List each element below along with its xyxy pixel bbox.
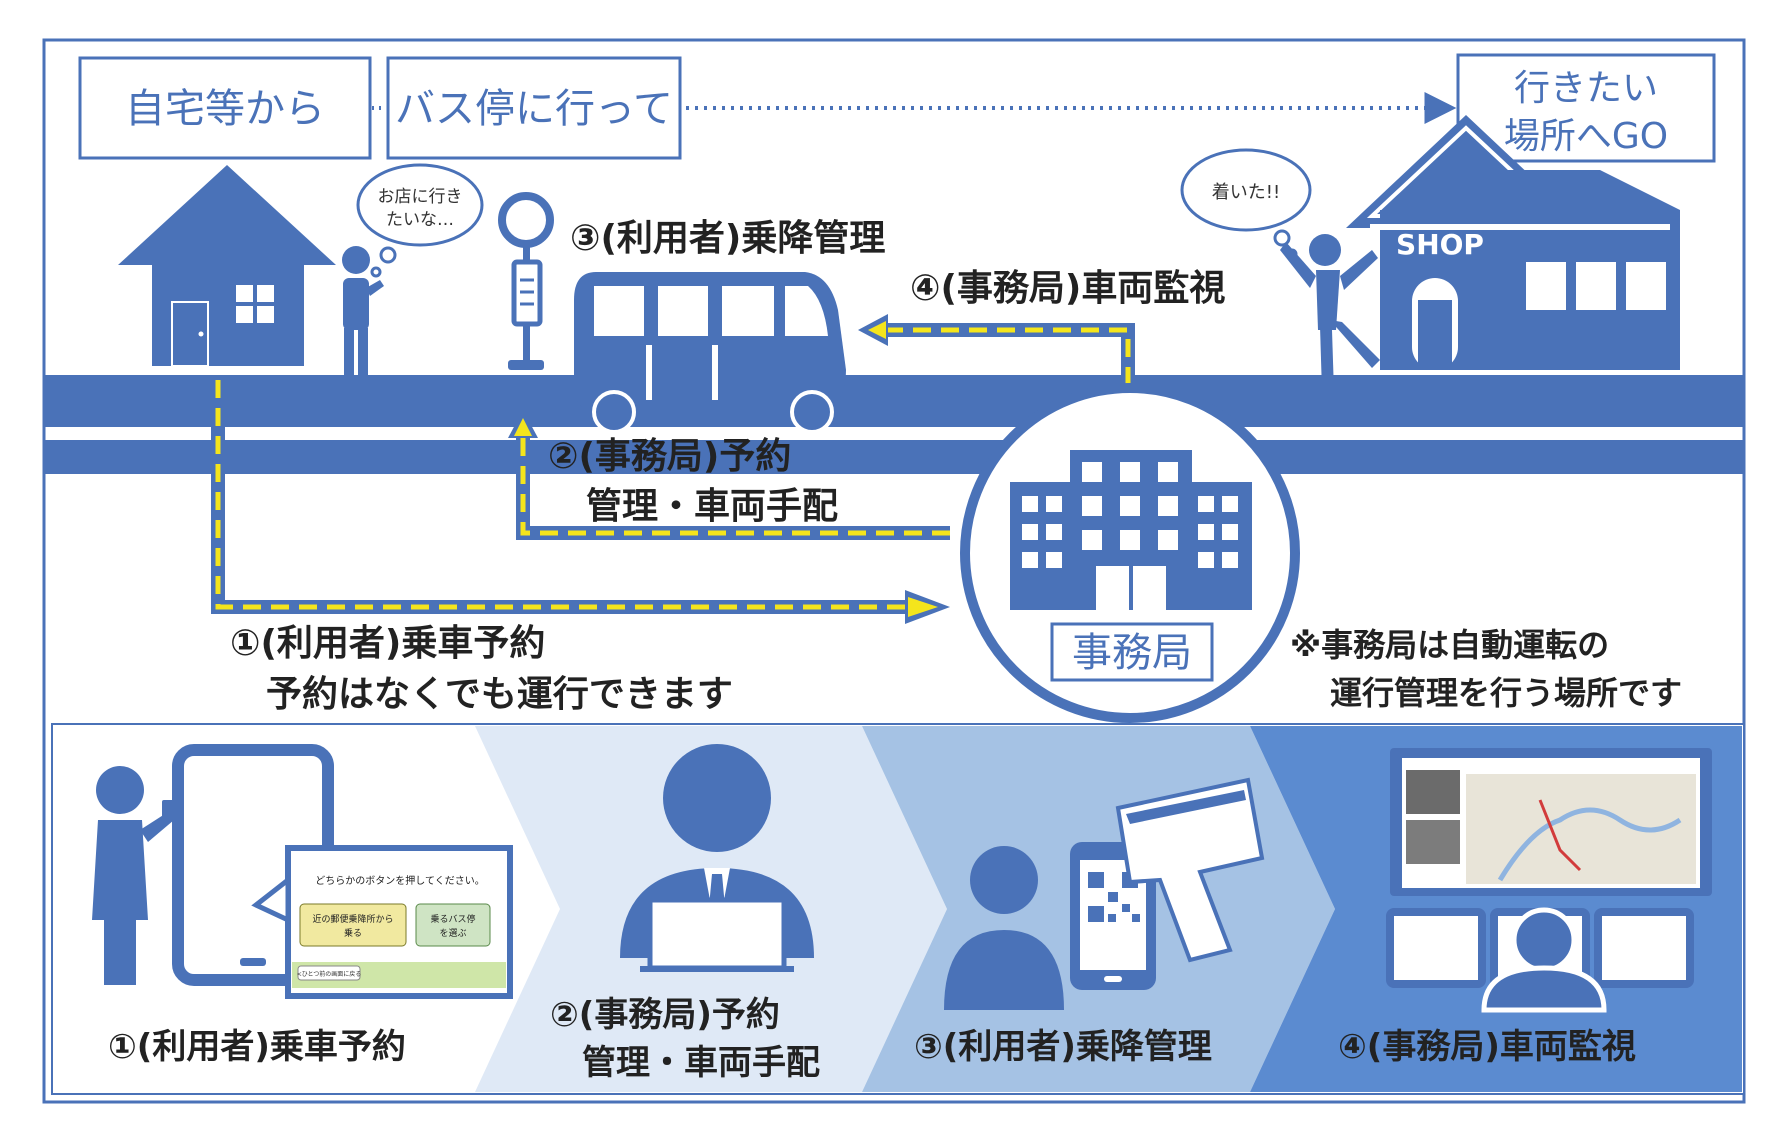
reservation-app-screen: どちらかのボタンを押してください。 近の郵便乗降所から 乗る 乗るバス停 を選ぶ… xyxy=(251,845,513,999)
bubble-user-line1: お店に行き xyxy=(378,187,463,207)
app-button2-line1: 乗るバス停 xyxy=(430,913,475,925)
bubble-arrived-text: 着いた!! xyxy=(1212,182,1280,203)
route-step4-arrow xyxy=(858,314,1135,385)
box-home: 自宅等から xyxy=(78,56,372,160)
box-home-label: 自宅等から xyxy=(125,86,325,132)
operator-at-laptop-icon xyxy=(620,744,814,972)
thinking-person-icon xyxy=(342,246,384,392)
box-busstop-label: バス停に行って xyxy=(395,86,673,132)
top-step2-label-line1: ②(事務局)予約 xyxy=(548,436,791,477)
road-upper xyxy=(44,375,1744,427)
top-step4-label: ④(事務局)車両監視 xyxy=(910,268,1225,309)
cheering-person-icon xyxy=(1280,234,1380,392)
app-back-button[interactable] xyxy=(297,965,361,981)
shop-sign: SHOP xyxy=(1396,228,1484,261)
bottom-step3-label: ③(利用者)乗降管理 xyxy=(914,1027,1212,1067)
app-button-choose-stop[interactable]: 乗るバス停 を選ぶ xyxy=(415,903,491,947)
thought-bubble-user: お店に行き たいな… xyxy=(356,163,484,278)
app-prompt: どちらかのボタンを押してください。 xyxy=(315,874,484,887)
top-step1-label-line2: 予約はなくでも運行できます xyxy=(266,674,733,715)
top-step1-label-line1: ①(利用者)乗車予約 xyxy=(230,623,545,664)
box-destination-line1: 行きたい xyxy=(1514,68,1658,109)
barcode-scanner-icon xyxy=(1115,777,1265,963)
bottom-step2-label-line2: 管理・車両手配 xyxy=(582,1043,820,1083)
box-destination-line2: 場所へGO xyxy=(1504,116,1668,157)
office-building-icon xyxy=(1010,450,1252,610)
passenger-icon xyxy=(944,846,1064,1010)
bottom-step2-label-line1: ②(事務局)予約 xyxy=(550,995,780,1035)
app-footer: <ひとつ前の画面に戻る xyxy=(297,970,362,978)
app-button2-line2: を選ぶ xyxy=(439,928,466,939)
shop-building-icon: SHOP xyxy=(1346,115,1680,370)
monitoring-station-icon xyxy=(1386,748,1712,1013)
bubble-user-line2: たいな… xyxy=(386,210,454,230)
road-lower xyxy=(44,440,1744,474)
office-label: 事務局 xyxy=(1072,630,1192,676)
note-line2: 運行管理を行う場所です xyxy=(1330,674,1682,712)
app-button1-line2: 乗る xyxy=(344,927,362,939)
bottom-step4-label: ④(事務局)車両監視 xyxy=(1338,1027,1636,1067)
app-button1-line1: 近の郵便乗降所から xyxy=(312,913,393,925)
house-icon xyxy=(118,165,336,367)
box-busstop: バス停に行って xyxy=(386,56,682,160)
note-line1: ※事務局は自動運転の xyxy=(1290,626,1609,664)
autonomous-bus-icon xyxy=(574,272,846,434)
person-with-phone-icon xyxy=(92,766,174,985)
app-button-nearest-stop[interactable]: 近の郵便乗降所から 乗る xyxy=(299,903,407,947)
bottom-step1-label: ①(利用者)乗車予約 xyxy=(108,1027,406,1067)
top-step2-label-line2: 管理・車両手配 xyxy=(586,486,838,527)
box-destination: 行きたい 場所へGO xyxy=(1456,53,1716,163)
top-step3-label: ③(利用者)乗降管理 xyxy=(570,218,885,259)
bus-stop-sign-icon xyxy=(498,192,554,370)
office-circle: 事務局 xyxy=(960,383,1300,723)
route-step2-arrow xyxy=(508,410,950,540)
route-step1-arrow xyxy=(211,380,950,624)
